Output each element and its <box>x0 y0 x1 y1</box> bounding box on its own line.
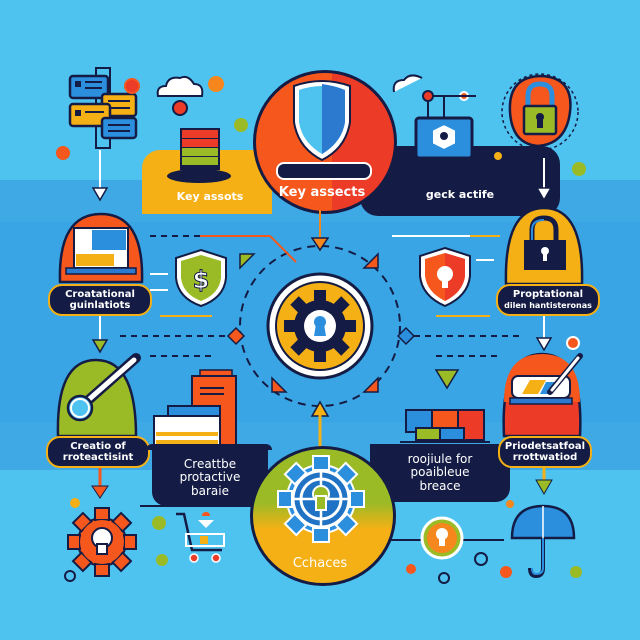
keyhole-shield-icon <box>419 246 471 308</box>
gear-bulb-icon <box>67 507 137 577</box>
dot-decoration <box>474 552 488 566</box>
svg-text:$: $ <box>193 266 210 294</box>
dot-decoration <box>500 566 512 578</box>
folder-stack-icon <box>153 369 237 449</box>
dot-decoration <box>566 336 580 350</box>
connector-node <box>172 100 188 116</box>
padlock-icon <box>504 206 584 286</box>
dot-decoration <box>234 118 248 132</box>
document-stack-icon <box>68 67 138 149</box>
dot-decoration <box>406 564 416 574</box>
shopping-cart-icon <box>176 512 225 563</box>
diamond-connector-icon <box>239 253 256 270</box>
label-bar-left <box>146 444 272 450</box>
dot-decoration <box>152 516 166 530</box>
dot-decoration <box>572 162 586 176</box>
cloud-icon <box>156 75 204 97</box>
arrow-down-icon <box>535 316 553 352</box>
arrow-down-icon <box>535 158 553 202</box>
key-assets-label-left: Key assots <box>176 190 244 204</box>
keyhole-circle-icon <box>420 516 464 560</box>
dot-decoration <box>124 78 140 94</box>
dot-decoration <box>56 146 70 160</box>
monitor-pen-icon <box>502 352 583 438</box>
arrow-down-icon <box>91 316 109 354</box>
dollar-shield-icon: $ <box>175 248 227 308</box>
arrow-down-icon <box>91 468 109 499</box>
shield-icon <box>293 80 351 162</box>
arrow-down-icon <box>434 369 460 390</box>
dot-decoration <box>494 152 502 160</box>
changes-label: Cchaces <box>292 556 348 572</box>
arrow-down-icon <box>535 468 553 496</box>
laptop-screen-icon <box>58 212 144 284</box>
dot-decoration <box>208 76 224 92</box>
arrow-down-icon <box>91 150 109 202</box>
dot-decoration <box>506 500 514 508</box>
geck-actife-label: geck actife <box>425 188 495 202</box>
diamond-connector-icon <box>362 252 379 269</box>
arrow-down-icon <box>310 210 330 252</box>
diamond-connector-icon <box>226 326 246 346</box>
dot-decoration <box>156 554 168 566</box>
padlock-icon <box>501 73 579 151</box>
diamond-connector-icon <box>362 376 379 393</box>
server-rack-icon <box>167 128 231 183</box>
magnifier-icon <box>56 353 141 438</box>
umbrella-icon <box>510 504 576 579</box>
laptop-icon <box>392 74 476 160</box>
block-stack-icon <box>400 409 490 443</box>
diamond-connector-icon <box>396 326 416 346</box>
target-gear-icon <box>277 455 365 543</box>
arrow-up-icon <box>310 400 330 452</box>
keyhole-gear-icon <box>266 272 374 380</box>
dot-decoration <box>570 566 582 578</box>
dot-decoration <box>70 498 80 508</box>
diamond-connector-icon <box>271 376 288 393</box>
shield-slot-bar <box>276 162 372 180</box>
dot-decoration <box>64 570 76 582</box>
central-connector-ring <box>239 245 401 407</box>
key-assets-label-center: Key assects <box>278 185 366 201</box>
dot-decoration <box>438 572 450 584</box>
